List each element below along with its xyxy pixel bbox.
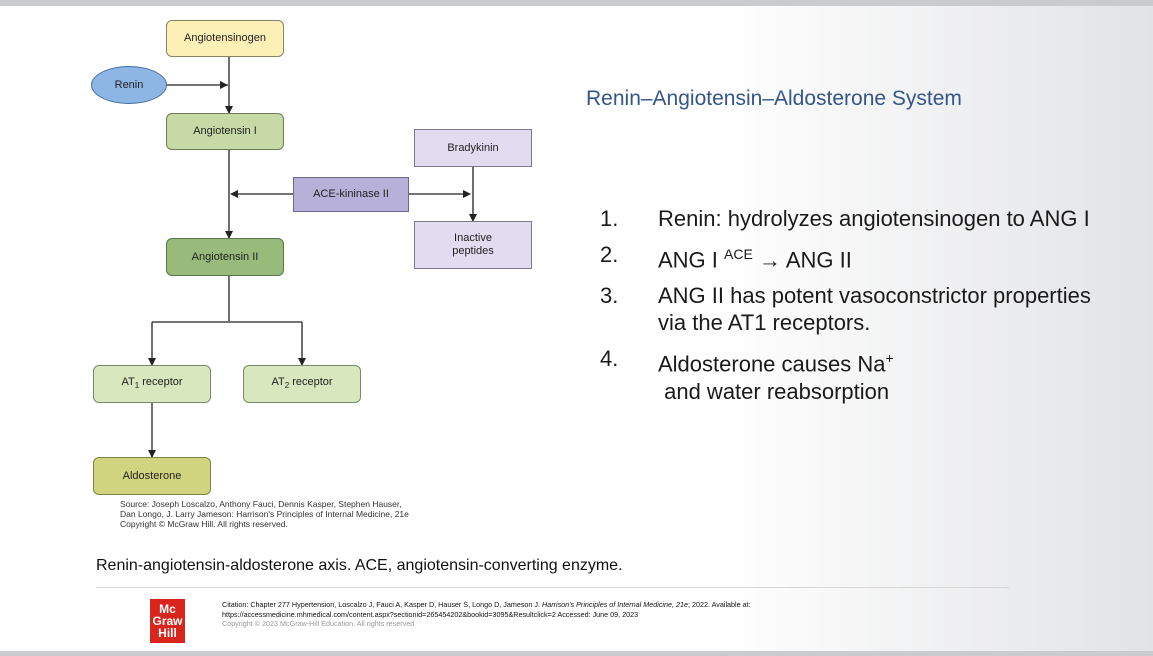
list-number: 3. (600, 283, 619, 309)
node-ace-kininase: ACE-kininase II (293, 177, 409, 212)
background-shade (720, 6, 1153, 651)
source-line: Dan Longo, J. Larry Jameson: Harrison's … (120, 509, 409, 519)
list-item: 3. ANG II has potent vasoconstrictor pro… (600, 282, 1110, 336)
logo-text: Graw (152, 614, 183, 628)
node-angiotensin-1: Angiotensin I (166, 113, 284, 150)
node-label: Angiotensin II (191, 250, 259, 263)
node-label: Bradykinin (447, 141, 499, 154)
key-points-list: 1. Renin: hydrolyzes angiotensinogen to … (600, 205, 1110, 414)
list-text: ANG II has potent vasoconstrictor proper… (658, 283, 1091, 336)
list-text: Renin: hydrolyzes angiotensinogen to ANG… (658, 206, 1090, 231)
node-at1-receptor: AT1 receptor (93, 365, 211, 403)
top-border (0, 0, 1153, 6)
source-line: Copyright © McGraw Hill. All rights rese… (120, 519, 288, 529)
node-angiotensin-2: Angiotensin II (166, 238, 284, 276)
node-inactive-peptides: Inactive peptides (414, 221, 532, 269)
citation-line: Citation: Chapter 277 Hypertension, Losc… (222, 600, 751, 609)
node-label: Aldosterone (122, 469, 182, 482)
mcgraw-hill-logo: Mc Graw Hill (150, 599, 185, 643)
node-label: AT1 receptor (121, 375, 183, 391)
node-label: Angiotensin I (193, 125, 257, 137)
node-label: Inactive peptides (452, 232, 494, 257)
figure-source: Source: Joseph Loscalzo, Anthony Fauci, … (120, 499, 500, 529)
list-item: 2. ANG I ACE → ANG II (600, 241, 1110, 273)
citation: Citation: Chapter 277 Hypertension, Losc… (222, 600, 751, 629)
node-renin: Renin (91, 66, 167, 104)
node-bradykinin: Bradykinin (414, 129, 532, 167)
bottom-border (0, 651, 1153, 656)
node-label: Angiotensinogen (184, 32, 266, 44)
source-line: Source: Joseph Loscalzo, Anthony Fauci, … (120, 499, 402, 509)
node-aldosterone: Aldosterone (93, 457, 211, 495)
copyright-notice: Copyright © 2023 McGraw-Hill Education. … (222, 619, 415, 628)
list-text: ANG I ACE → ANG II (658, 246, 852, 273)
list-number: 4. (600, 346, 619, 372)
node-angiotensinogen: Angiotensinogen (166, 20, 284, 57)
citation-link[interactable]: https://accessmedicine.mhmedical.com/con… (222, 609, 639, 619)
logo-text: Hill (158, 626, 177, 640)
slide-title: Renin–Angiotensin–Aldosterone System (586, 87, 962, 110)
list-number: 2. (600, 242, 619, 267)
figure-caption: Renin-angiotensin-aldosterone axis. ACE,… (96, 557, 623, 574)
list-item: 1. Renin: hydrolyzes angiotensinogen to … (600, 205, 1110, 232)
node-label: AT2 receptor (271, 375, 333, 391)
node-label: ACE-kininase II (313, 188, 389, 200)
list-number: 1. (600, 206, 619, 231)
logo-text: Mc (159, 602, 176, 616)
node-label: Renin (114, 78, 144, 91)
list-item: 4. Aldosterone causes Na+ and water reab… (600, 345, 1110, 404)
list-text: Aldosterone causes Na+ and water reabsor… (658, 350, 894, 404)
node-at2-receptor: AT2 receptor (243, 365, 361, 403)
divider (96, 587, 1009, 588)
